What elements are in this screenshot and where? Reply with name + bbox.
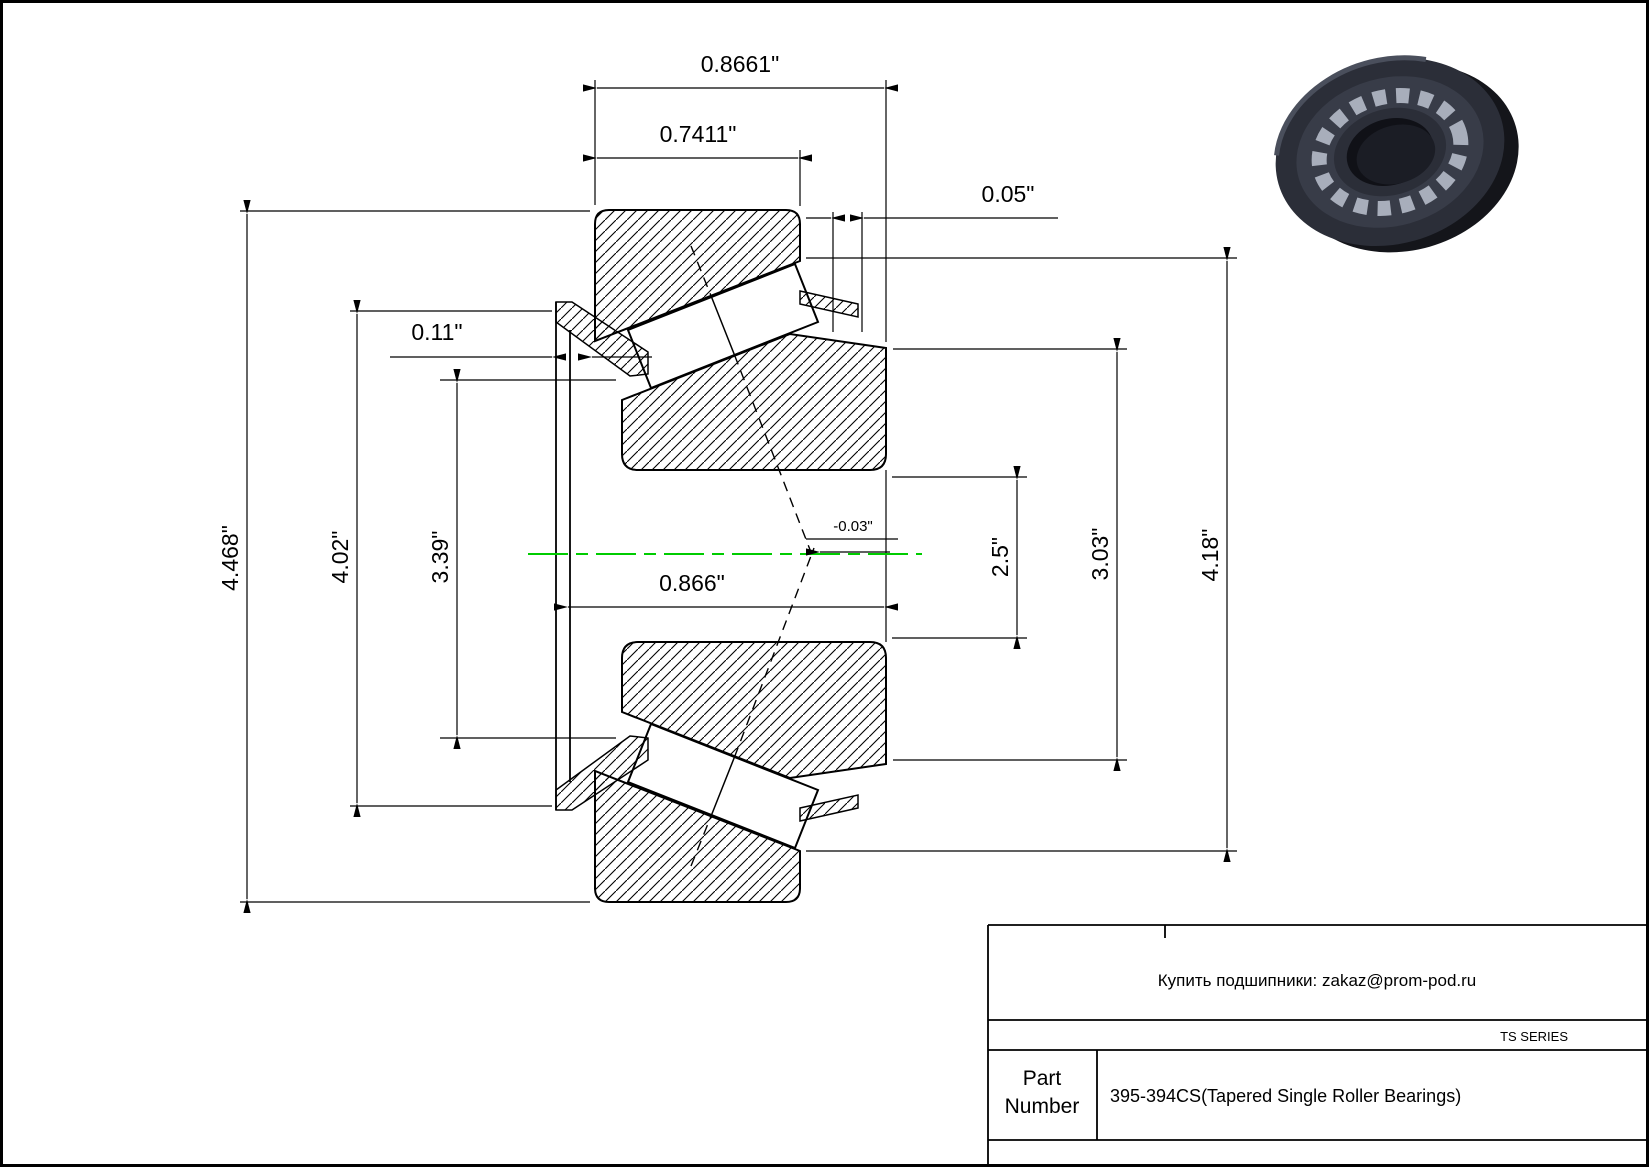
axis-dash [733, 547, 815, 758]
dimension-0-7411: 0.7411" [583, 121, 812, 206]
axis-dash [690, 814, 713, 867]
bearing-3d-highlight [1274, 55, 1427, 156]
dimension-2-5: 2.5" [892, 466, 1027, 649]
dim-label-2-5: 2.5" [987, 537, 1013, 577]
cup-upper [594, 209, 801, 343]
dim-label-4-468: 4.468" [217, 525, 243, 591]
dim-label-3-39: 3.39" [427, 531, 453, 584]
bearing-3d-image [1274, 55, 1519, 253]
roller-axis-lines [690, 245, 815, 867]
bearing-3d-rollers [1311, 88, 1469, 216]
seal-lip-lower [555, 735, 649, 811]
dimension-4-468: 4.468" [217, 200, 590, 913]
roller-upper-midline [710, 296, 736, 356]
cone-upper [621, 332, 887, 471]
cup-lower [594, 769, 801, 903]
part-number-label-line1: Part [1023, 1067, 1062, 1090]
cage-lower [799, 794, 859, 822]
dim-label-3-03: 3.03" [1087, 528, 1113, 581]
dim-label-4-18: 4.18" [1197, 529, 1223, 582]
part-number-value: 395-394CS(Tapered Single Roller Bearings… [1110, 1086, 1461, 1106]
dimension-3-03: 3.03" [893, 338, 1127, 771]
dimension-0-11: 0.11" [390, 319, 652, 361]
axis-dash [690, 245, 713, 298]
bearing-3d-bore-inner [1356, 124, 1436, 185]
bearing-cross-section [555, 209, 887, 903]
dimension-minus-0-03: -0.03" [806, 518, 898, 556]
dim-label-4-02: 4.02" [327, 531, 353, 584]
dimension-3-39: 3.39" [427, 369, 616, 749]
dimension-4-02: 4.02" [327, 300, 552, 817]
dim-label-0-8661: 0.8661" [701, 51, 780, 77]
contact-text: Купить подшипники: zakaz@prom-pod.ru [1158, 971, 1477, 990]
dim-label-minus-0-03: -0.03" [833, 518, 873, 535]
dimension-0-866: 0.866" [554, 570, 898, 611]
roller-lower-midline [710, 756, 736, 816]
part-number-label-line2: Number [1005, 1095, 1080, 1118]
dimension-0-05: 0.05" [806, 181, 1058, 332]
series-label: TS SERIES [1500, 1029, 1568, 1044]
axis-dash [733, 354, 815, 561]
cage-upper [799, 290, 859, 318]
dimension-4-18: 4.18" [806, 247, 1237, 862]
dim-label-0-7411: 0.7411" [660, 121, 737, 147]
dimension-0-8661: 0.8661" [583, 51, 898, 342]
cone-lower [621, 641, 887, 780]
dim-label-0-866: 0.866" [659, 570, 725, 596]
title-block: Купить подшипники: zakaz@prom-pod.ru TS … [987, 924, 1647, 1165]
dim-label-0-11: 0.11" [411, 319, 462, 345]
dim-label-0-05: 0.05" [982, 181, 1035, 207]
dimensions: 0.8661" 0.7411" 0.05" 0.11" 4.468" [217, 51, 1237, 913]
